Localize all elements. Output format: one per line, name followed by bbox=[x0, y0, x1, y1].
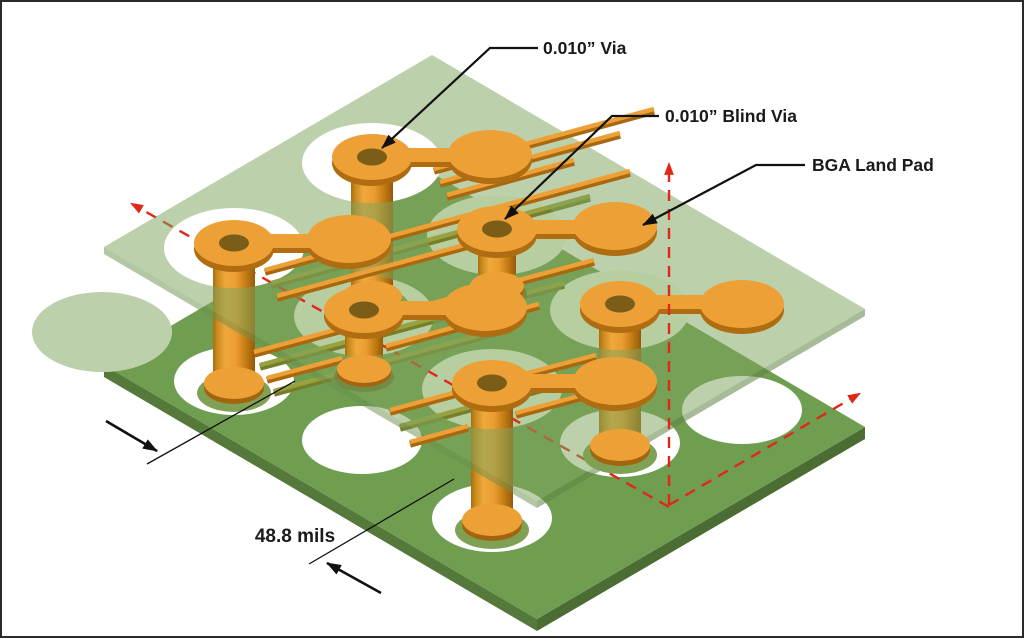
dogbone-blind-via-2 bbox=[324, 283, 527, 339]
callout-blind-via-label: 0.010” Blind Via bbox=[665, 106, 797, 126]
dogbone-via-4 bbox=[452, 357, 657, 412]
callout-blind-via-leader bbox=[504, 114, 659, 220]
callout-via-label: 0.010” Via bbox=[543, 38, 627, 58]
bottom-board-right-edge bbox=[537, 427, 865, 631]
pitch-dimension-label: 48.8 mils bbox=[255, 526, 335, 547]
dogbone-via-1 bbox=[332, 130, 532, 186]
callout-via-leader bbox=[381, 46, 538, 149]
bga-land-pad-4 bbox=[307, 215, 391, 263]
pitch-dimension: 48.8 mils bbox=[105, 380, 455, 595]
callout-blind-via: 0.010” Blind Via bbox=[504, 106, 797, 220]
dimension-arrow-2 bbox=[326, 561, 382, 595]
bga-land-pad-3 bbox=[700, 280, 784, 328]
bga-land-pad-1 bbox=[448, 130, 532, 178]
top-board-left-edge bbox=[104, 247, 537, 508]
bga-land-pad-5 bbox=[443, 283, 527, 331]
bga-land-pad-6 bbox=[573, 357, 657, 405]
callout-via: 0.010” Via bbox=[381, 38, 627, 149]
callout-bga-land-pad-label: BGA Land Pad bbox=[812, 155, 934, 175]
dogbone-via-2 bbox=[194, 215, 391, 272]
bottom-board-left-edge bbox=[104, 365, 537, 631]
dogbone-blind-via-1 bbox=[457, 202, 657, 258]
dimension-arrow-1 bbox=[105, 419, 158, 453]
dimension-extension-line-2 bbox=[308, 478, 455, 565]
dimension-extension-line-1 bbox=[146, 380, 296, 465]
callout-bga-land-pad-leader bbox=[642, 163, 805, 226]
callout-bga-land-pad: BGA Land Pad bbox=[642, 155, 934, 226]
dogbone-via-3 bbox=[580, 280, 784, 334]
bga-land-pad-2 bbox=[573, 202, 657, 250]
